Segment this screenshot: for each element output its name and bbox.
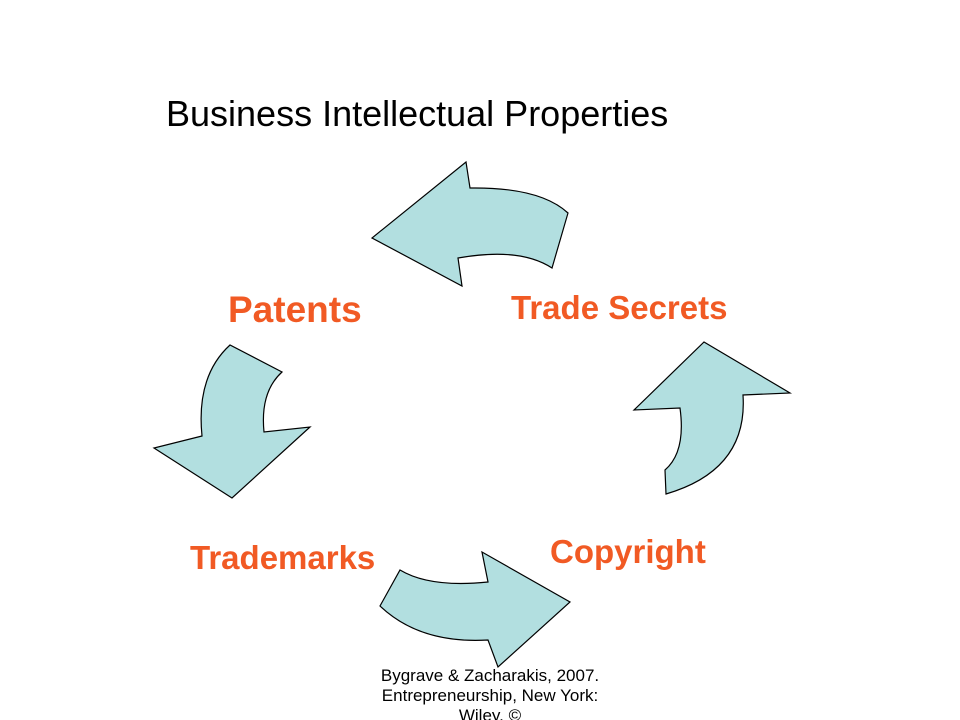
slide-title: Business Intellectual Properties — [166, 93, 669, 134]
node-label-trademarks: Trademarks — [190, 539, 376, 576]
citation-line-1: Bygrave & Zacharakis, 2007. — [380, 666, 600, 685]
citation-line-2: Entrepreneurship, New York: — [381, 686, 599, 705]
arrow-copyright-to-trade-secrets-icon — [632, 341, 793, 495]
arrow-trademarks-to-copyright-icon — [379, 550, 572, 669]
node-label-trade-secrets: Trade Secrets — [511, 289, 728, 326]
arrow-patents-to-trademarks-icon — [152, 344, 312, 499]
node-label-copyright: Copyright — [550, 533, 706, 570]
citation: Bygrave & Zacharakis, 2007. Entrepreneur… — [340, 666, 640, 720]
arrow-trade-secrets-to-patents-icon — [370, 160, 569, 288]
node-label-patents: Patents — [228, 289, 362, 330]
citation-line-3: Wiley. © — [458, 706, 522, 720]
